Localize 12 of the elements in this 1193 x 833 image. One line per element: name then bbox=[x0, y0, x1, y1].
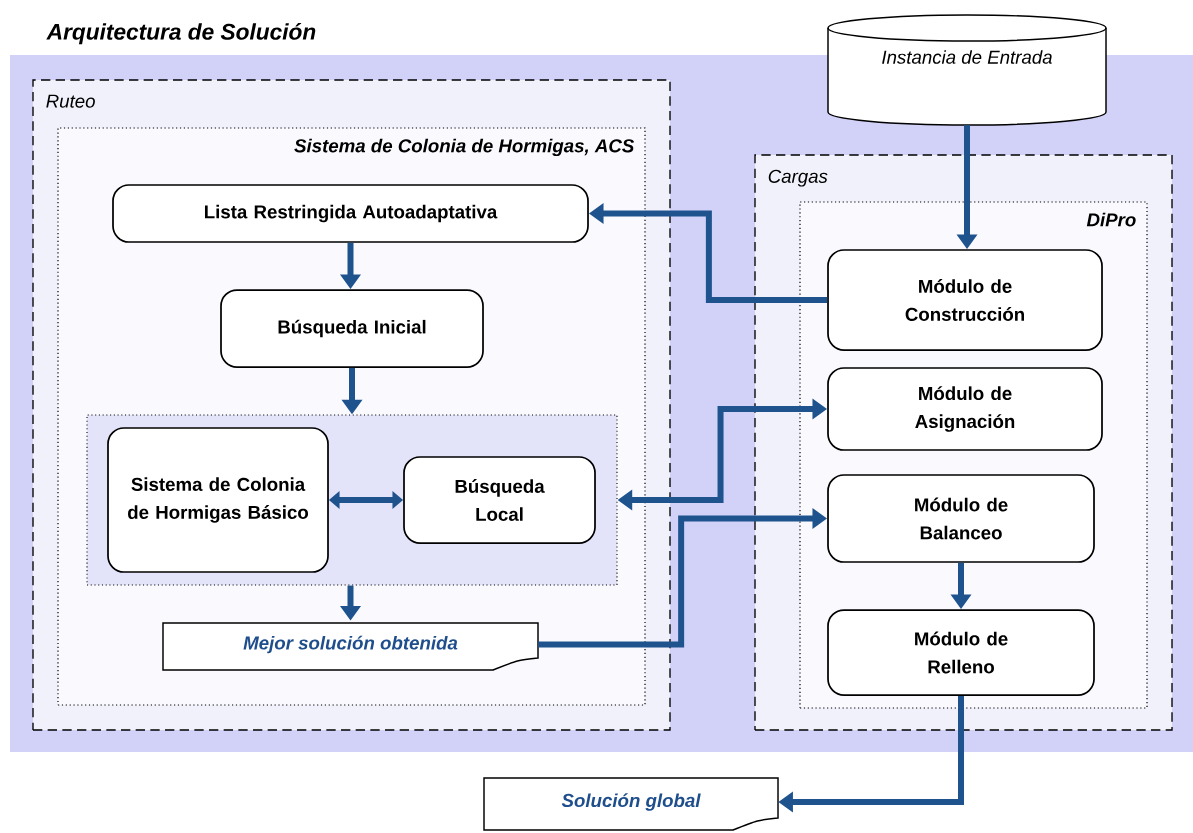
process-box: Módulo de Asignación bbox=[827, 367, 1103, 451]
node-label: Arquitectura de Solución bbox=[46, 22, 316, 45]
process-box: Módulo de Balanceo bbox=[827, 474, 1095, 563]
document-box: Mejor solución obtenida bbox=[162, 622, 539, 671]
process-box: Búsqueda Local bbox=[403, 456, 596, 544]
process-box: Módulo de Construcción bbox=[827, 249, 1103, 351]
process-box: Búsqueda Inicial bbox=[220, 289, 484, 368]
process-box: Sistema de Colonia de Hormigas Básico bbox=[107, 427, 329, 573]
database-cylinder: Instancia de Entrada bbox=[827, 14, 1107, 126]
document-box: Solución global bbox=[483, 777, 779, 831]
process-box: Módulo de Relleno bbox=[827, 609, 1095, 696]
process-box: Lista Restringida Autoadaptativa bbox=[112, 184, 589, 243]
